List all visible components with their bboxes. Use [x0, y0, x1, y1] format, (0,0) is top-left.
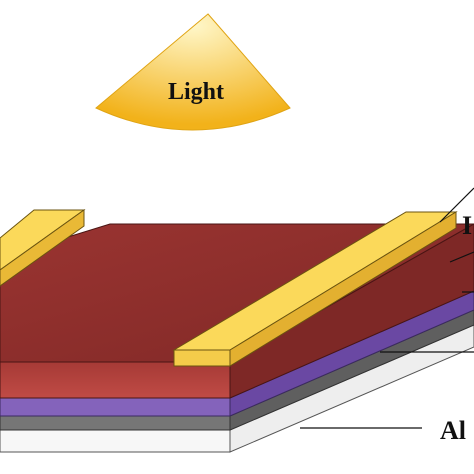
purple-layer-front: [0, 397, 231, 417]
label-substrate: Al: [440, 416, 466, 445]
electrode-right-side: [229, 211, 457, 367]
electrode-right: [172, 211, 458, 367]
leader-line-active: [449, 251, 474, 263]
active-layer-side: [229, 223, 474, 399]
electrode-left-front: [0, 209, 85, 287]
substrate-front: [0, 429, 231, 453]
electrode-right-front: [173, 349, 231, 367]
light-cone-shape: [95, 13, 291, 131]
light-source: Light: [95, 13, 291, 131]
gray-layer-front: [0, 415, 231, 431]
light-label: Light: [168, 79, 224, 105]
active-layer-front: [0, 361, 231, 399]
electrode-left: [0, 209, 86, 287]
leader-lines: [300, 187, 474, 429]
leader-line-top: [439, 187, 474, 223]
label-top-right: I: [462, 211, 472, 240]
